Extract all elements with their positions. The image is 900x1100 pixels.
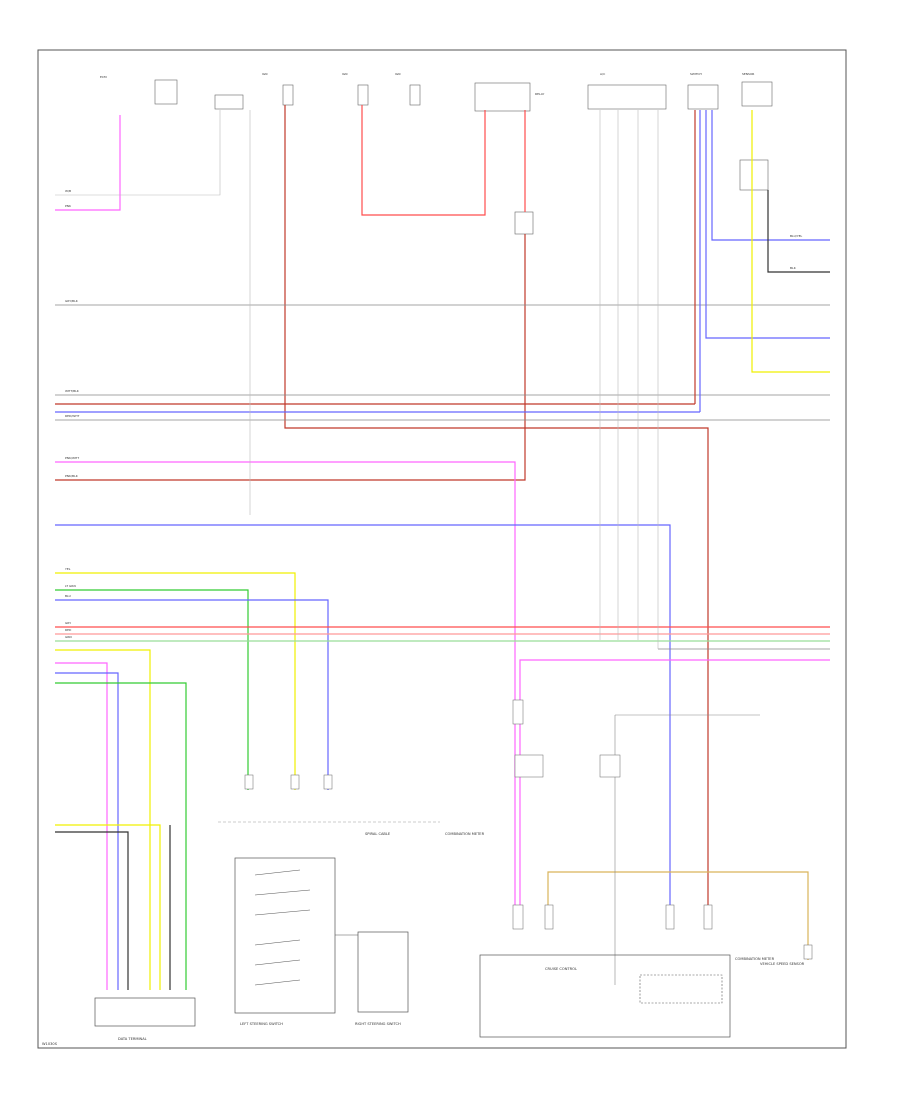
wire-label-7: PNK/BLK — [65, 474, 79, 478]
wire-label-4: WHT/BLK — [65, 389, 80, 393]
meter-inner-box — [639, 974, 723, 1004]
diagram-frame — [37, 49, 847, 1049]
wire-blue-m3 — [55, 599, 329, 790]
label-top-e: RELAY — [535, 92, 545, 96]
data-terminal-label: DATA TERMINAL — [118, 1037, 147, 1041]
wires — [55, 105, 830, 990]
wire-label-12: RED — [65, 628, 72, 632]
wire-label-6: PNK/WHT — [65, 456, 79, 460]
wire-black-b6 — [55, 831, 129, 990]
left-switch-label: LEFT STEERING SWITCH — [240, 1022, 283, 1026]
wire-yellow-b5 — [55, 824, 161, 990]
wire-pink-tl — [55, 115, 121, 211]
wire-green-m2 — [55, 589, 249, 790]
wire-darkred-1 — [284, 105, 709, 910]
left-switch-contacts — [254, 869, 311, 986]
wire-label-3: GRY/BLK — [65, 299, 79, 303]
wire-blue-b3 — [55, 672, 119, 990]
wire-label-14: BLU/YEL — [790, 234, 803, 238]
label-top-g: SWITCH — [690, 72, 702, 76]
top-connectors — [154, 79, 773, 235]
wire-yellow-r4 — [751, 110, 830, 373]
label-top-c: IGN — [342, 72, 347, 76]
wire-label-11: GRY — [65, 621, 71, 625]
wire-gray-tl — [55, 110, 221, 196]
left-steering-switch — [234, 857, 336, 1014]
wire-green-b4 — [55, 682, 187, 990]
combo-meter-label: COMBINATION METER — [735, 957, 775, 961]
wire-red-2 — [361, 105, 486, 216]
combo-meter-top-label: COMBINATION METER — [445, 832, 485, 836]
wire-yellow-b1 — [55, 649, 151, 990]
data-terminal — [94, 997, 196, 1027]
wire-darkred-4 — [55, 234, 526, 481]
wire-label-9: BLU — [65, 594, 71, 598]
spiral-cable-label: SPIRAL CABLE — [365, 832, 391, 836]
wire-labels: W/B PNK GRY/BLK WHT/BLK RED/WHT PNK/WHT … — [65, 189, 803, 639]
cruise-label: CRUISE CONTROL — [545, 967, 577, 971]
wire-tan — [547, 871, 809, 960]
label-top-f: A/C — [600, 72, 605, 76]
wire-yellow-m1 — [55, 572, 296, 790]
label-top-d: IGN — [395, 72, 400, 76]
wire-blue-r3 — [705, 110, 830, 339]
vehicle-speed-label: VEHICLE SPEED SENSOR — [760, 962, 805, 966]
footer-code: W1030S — [42, 1042, 58, 1046]
label-top-a: ECM — [100, 75, 107, 79]
wire-pink-b2 — [55, 662, 108, 990]
wire-label-2: PNK — [65, 204, 72, 208]
wire-blue-h7 — [55, 524, 671, 910]
wire-pink-h6 — [55, 461, 516, 910]
combination-meter — [479, 954, 731, 1038]
wire-pink-h12 — [519, 659, 830, 910]
right-switch-label: RIGHT STEERING SWITCH — [355, 1022, 401, 1026]
wire-label-13: GRN — [65, 635, 72, 639]
inline-connectors — [244, 699, 813, 960]
wire-label-5: RED/WHT — [65, 414, 80, 418]
wire-blue-r1 — [711, 110, 830, 241]
label-top-h: SENSOR — [742, 72, 754, 76]
wire-label-8: LT GRN — [65, 584, 76, 588]
wire-label-1: W/B — [65, 189, 71, 193]
wire-label-10: YEL — [65, 567, 71, 571]
top-connector-labels: ECM IGN IGN IGN RELAY A/C SWITCH SENSOR — [100, 72, 754, 96]
wire-label-15: BLK — [790, 266, 797, 270]
label-top-b: IGN — [262, 72, 267, 76]
wire-black-r2 — [767, 190, 830, 273]
right-steering-switch — [357, 931, 409, 1013]
